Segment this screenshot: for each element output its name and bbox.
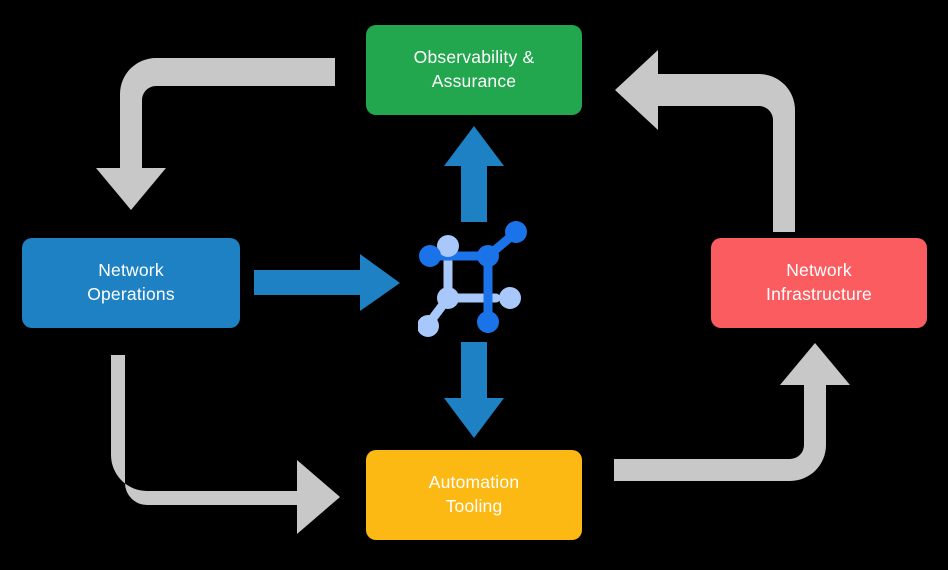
node-network-operations[interactable]: Network Operations [22,238,240,328]
network-topology-icon [418,221,527,337]
node-automation-tooling[interactable]: Automation Tooling [366,450,582,540]
center-arrow-right [254,254,400,311]
node-observability-assurance[interactable]: Observability & Assurance [366,25,582,115]
center-arrow-up [444,126,504,222]
node-network-infrastructure[interactable]: Network Infrastructure [711,238,927,328]
cycle-arrow-automation-to-infrastructure [614,343,850,481]
cycle-arrow-observability-to-operations [96,58,335,210]
cycle-arrow-operations-to-automation [111,355,340,534]
center-arrow-down [444,342,504,438]
cycle-arrow-infrastructure-to-observability [615,50,795,232]
